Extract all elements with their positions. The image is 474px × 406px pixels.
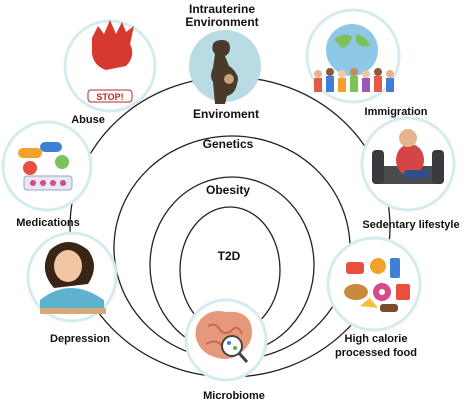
label-microbiome: Microbiome [203,390,265,402]
medications-pills-icon [1,120,93,212]
ring-label-genetics: Genetics [203,137,254,151]
label-abuse: Abuse [71,114,105,126]
sedentary-couch-icon [360,116,456,212]
abuse-hand-icon: STOP! [63,19,157,113]
ring-label-environment: Enviroment [193,107,259,121]
label-food-line2: processed food [335,347,417,359]
depression-person-icon [26,231,118,323]
immigration-people-icon [305,8,401,104]
ring-label-obesity: Obesity [206,183,250,197]
ring-label-t2d: T2D [218,249,241,263]
label-sedentary: Sedentary lifestyle [362,219,459,231]
stop-text: STOP! [96,92,123,102]
intrauterine-label-line2: Environment [185,15,258,29]
label-depression: Depression [50,333,110,345]
label-immigration: Immigration [365,106,428,118]
label-food-line1: High calorie [345,333,408,345]
pregnant-woman-icon [189,30,261,104]
microbiome-gut-icon [184,298,268,382]
junk-food-icon [326,236,422,332]
label-medications: Medications [16,217,80,229]
intrauterine-label-line1: Intrauterine [189,2,255,16]
